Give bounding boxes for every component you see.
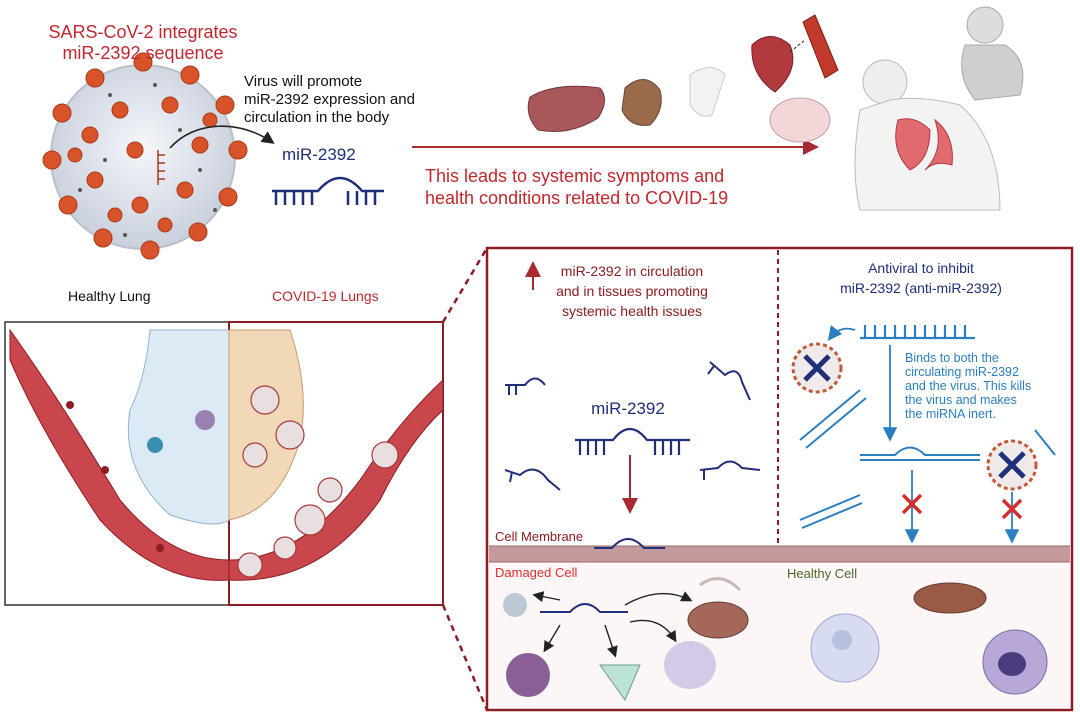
title-line-2: miR-2392 sequence [62, 43, 223, 63]
circulation-line-1: miR-2392 in circulation [561, 263, 703, 279]
inhibited-virus-top [791, 342, 843, 394]
mir-2392-label-top: miR-2392 [282, 145, 356, 164]
promote-line-2: miR-2392 expression and [244, 91, 415, 108]
antiviral-title-line-2: miR-2392 (anti-miR-2392) [840, 280, 1002, 296]
artery-icon [802, 14, 839, 79]
zoom-connector-bottom [441, 604, 489, 711]
organs-illustration [527, 14, 839, 143]
covid-alveolus-illustration [228, 329, 444, 581]
binds-line-5: the miRNA inert. [905, 407, 996, 421]
kidney-icon [621, 79, 662, 126]
mirna-strand-top [272, 176, 384, 205]
binds-line-4: the virus and makes [905, 393, 1017, 407]
sars-cov-2-virus-illustration [42, 52, 248, 260]
circulation-line-2: and in tissues promoting [556, 283, 708, 299]
binds-line-1: Binds to both the [905, 351, 999, 365]
brain-icon [769, 97, 831, 143]
mirna-small-strands [504, 361, 761, 613]
inhibited-virus-bottom [986, 439, 1038, 491]
bound-duplex-strands [799, 389, 1056, 529]
patient-illustration [854, 6, 1024, 211]
healthy-cells-illustration [810, 582, 1048, 695]
virus-particles-lung [237, 385, 399, 578]
damaged-cell-label: Damaged Cell [495, 565, 577, 580]
anti-mir-strand [860, 325, 975, 340]
binds-line-3: and the virus. This kills [905, 379, 1031, 393]
antiviral-title-line-1: Antiviral to inhibit [868, 260, 974, 276]
promote-line-3: circulation in the body [244, 109, 390, 126]
artery-zoom-line [789, 39, 806, 53]
binds-line-2: circulating miR-2392 [905, 365, 1019, 379]
block-x-left [901, 493, 923, 515]
healthy-lung-label: Healthy Lung [68, 288, 151, 304]
pancreas-icon [689, 67, 726, 117]
leads-line-2: health conditions related to COVID-19 [425, 188, 728, 208]
intracellular-region [489, 562, 1070, 708]
liver-icon [527, 85, 605, 132]
cell-membrane-band [489, 546, 1070, 562]
cell-membrane-label: Cell Membrane [495, 529, 583, 544]
healthy-alveolus-illustration [9, 328, 230, 581]
title-line-1: SARS-CoV-2 integrates [48, 22, 237, 42]
integration-arrow [169, 125, 275, 149]
block-x-right [1001, 498, 1023, 520]
heart-icon [751, 36, 794, 93]
lungs-icon [895, 118, 931, 171]
circulation-line-3: systemic health issues [562, 303, 702, 319]
healthy-cell-label: Healthy Cell [787, 566, 857, 581]
damage-arrows [532, 591, 693, 658]
damaged-cells-illustration [503, 577, 749, 702]
covid-lungs-label: COVID-19 Lungs [272, 288, 379, 304]
promote-line-1: Virus will promote [244, 73, 362, 90]
mir-2392-label-panel: miR-2392 [591, 399, 665, 418]
mirna-strand-center [575, 427, 690, 455]
zoom-connector-top [441, 247, 489, 323]
leads-line-1: This leads to systemic symptoms and [425, 166, 724, 186]
